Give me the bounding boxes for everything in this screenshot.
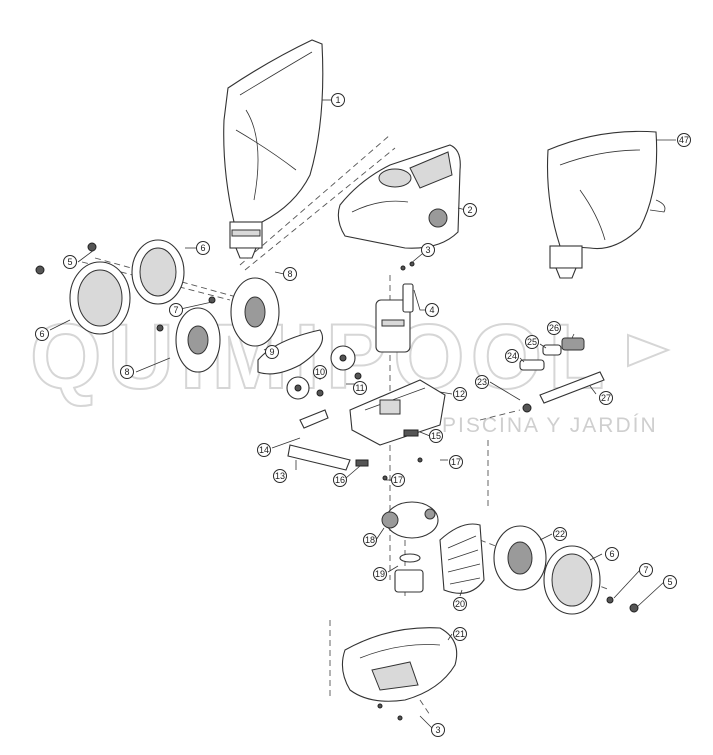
bottom-skirt	[341, 627, 458, 721]
svg-text:47: 47	[679, 135, 689, 145]
callout-23: 23	[475, 375, 489, 389]
svg-text:17: 17	[393, 475, 403, 485]
callout-21: 21	[453, 627, 467, 641]
svg-text:21: 21	[455, 629, 465, 639]
callout-10: 10	[313, 365, 327, 379]
top-cover	[337, 144, 461, 249]
hose-fittings	[519, 337, 605, 413]
svg-text:7: 7	[173, 305, 178, 315]
screen-grill	[439, 523, 485, 594]
callout-16: 16	[333, 473, 347, 487]
callout-8a: 8	[283, 267, 297, 281]
right-wheel-assembly	[493, 525, 639, 615]
callout-9: 9	[265, 345, 279, 359]
lever-parts	[287, 409, 423, 481]
svg-text:8: 8	[124, 367, 129, 377]
callout-47: 47	[677, 133, 691, 147]
callouts: 1 2 3 4 5 6 6 7 8 8 9 10 11 12 13 14 15 …	[35, 93, 691, 737]
callout-7: 7	[169, 303, 183, 317]
svg-text:7: 7	[643, 565, 648, 575]
callout-24: 24	[505, 349, 519, 363]
callout-20: 20	[453, 597, 467, 611]
callout-6c: 6	[605, 547, 619, 561]
callout-19: 19	[373, 567, 387, 581]
svg-text:16: 16	[335, 475, 345, 485]
svg-text:4: 4	[429, 305, 434, 315]
callout-13: 13	[273, 469, 287, 483]
svg-text:6: 6	[200, 243, 205, 253]
svg-text:2: 2	[467, 205, 472, 215]
svg-text:25: 25	[527, 337, 537, 347]
svg-text:11: 11	[355, 383, 364, 393]
svg-text:6: 6	[609, 549, 614, 559]
turbine-assembly	[381, 501, 439, 593]
svg-text:14: 14	[259, 445, 269, 455]
callout-7b: 7	[639, 563, 653, 577]
svg-text:17: 17	[451, 457, 461, 467]
svg-text:22: 22	[555, 529, 565, 539]
chassis	[349, 379, 446, 446]
svg-text:27: 27	[601, 393, 611, 403]
svg-text:10: 10	[315, 367, 325, 377]
callout-6b: 6	[35, 327, 49, 341]
svg-text:23: 23	[477, 377, 487, 387]
callout-14: 14	[257, 443, 271, 457]
callout-17a: 17	[391, 473, 405, 487]
callout-12: 12	[453, 387, 467, 401]
central-tube	[375, 261, 415, 353]
svg-text:5: 5	[667, 577, 672, 587]
svg-text:6: 6	[39, 329, 44, 339]
callout-6a: 6	[196, 241, 210, 255]
svg-text:20: 20	[455, 599, 465, 609]
svg-text:3: 3	[425, 245, 430, 255]
watermark-tagline: PISCINA Y JARDÍN	[442, 414, 658, 437]
callout-4: 4	[425, 303, 439, 317]
callout-8b: 8	[120, 365, 134, 379]
svg-text:1: 1	[335, 95, 340, 105]
drive-belt-and-gears	[257, 329, 362, 400]
callout-15: 15	[429, 429, 443, 443]
svg-text:26: 26	[549, 323, 559, 333]
callout-3: 3	[421, 243, 435, 257]
svg-text:5: 5	[67, 257, 72, 267]
left-wheel-assembly	[35, 239, 280, 373]
callout-18: 18	[363, 533, 377, 547]
callout-26: 26	[547, 321, 561, 335]
callout-5b: 5	[663, 575, 677, 589]
callout-11: 11	[353, 381, 367, 395]
callout-17b: 17	[449, 455, 463, 469]
svg-text:13: 13	[275, 471, 285, 481]
svg-text:8: 8	[287, 269, 292, 279]
svg-text:15: 15	[431, 431, 441, 441]
watermark-logo-icon	[627, 333, 671, 368]
callout-1: 1	[331, 93, 345, 107]
svg-text:24: 24	[507, 351, 517, 361]
svg-text:12: 12	[455, 389, 465, 399]
replacement-bag	[546, 130, 666, 279]
callout-25: 25	[525, 335, 539, 349]
callout-2: 2	[463, 203, 477, 217]
callout-3b: 3	[431, 723, 445, 737]
svg-text:19: 19	[375, 569, 385, 579]
callout-27: 27	[599, 391, 613, 405]
svg-text:18: 18	[365, 535, 375, 545]
callout-5: 5	[63, 255, 77, 269]
svg-text:9: 9	[269, 347, 274, 357]
filter-bag	[223, 39, 324, 259]
svg-text:3: 3	[435, 725, 440, 735]
callout-22: 22	[553, 527, 567, 541]
